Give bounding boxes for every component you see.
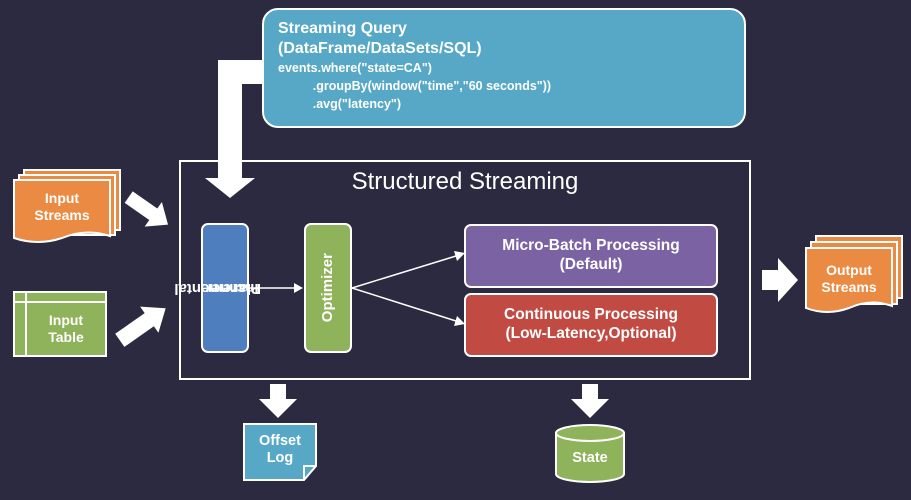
optimizer-text: Optimizer <box>319 253 337 323</box>
incremental-planner-box <box>201 223 249 353</box>
input-streams-label: Input Streams <box>14 182 110 232</box>
state-text: State <box>572 450 608 467</box>
planner-line2: Planner <box>206 279 262 297</box>
state-cylinder <box>555 424 625 483</box>
input-table-shape <box>13 291 107 357</box>
input-streams-line2: Streams <box>34 207 90 223</box>
query-title: Streaming Query <box>278 20 407 37</box>
state-arrow <box>571 384 609 418</box>
streaming-query-box: Streaming Query (DataFrame/DataSets/SQL)… <box>262 8 746 128</box>
continuous-box <box>464 293 718 357</box>
query-subtitle: (DataFrame/DataSets/SQL) <box>278 40 482 57</box>
offset-log-fold <box>303 465 316 480</box>
input-table-label: Input Table <box>26 302 106 356</box>
query-code-line-1: events.where("state=CA") <box>278 61 432 75</box>
offset-log-arrow <box>259 384 297 418</box>
query-to-planner-arrow <box>205 60 264 198</box>
state-label: State <box>556 444 624 474</box>
output-line2: Streams <box>821 279 877 295</box>
output-arrow <box>762 258 798 302</box>
offset-log-shape <box>243 423 317 481</box>
input-streams-line1: Input <box>44 190 80 207</box>
optimizer-to-microbatch-head <box>454 251 465 261</box>
continuous-line2: (Low-Latency,Optional) <box>505 325 677 342</box>
continuous-line1: Continuous Processing <box>504 306 678 324</box>
micro-batch-line2: (Default) <box>559 256 623 273</box>
input-table-line2: Table <box>48 329 84 345</box>
input-table-line1: Input <box>48 312 84 329</box>
output-streams-shape <box>805 235 903 313</box>
offset-line1: Offset <box>259 432 301 449</box>
optimizer-label: Optimizer <box>305 224 351 352</box>
query-code-line-2: .groupBy(window("time","60 seconds")) <box>278 79 552 93</box>
input-table-arrow <box>115 306 166 347</box>
micro-batch-box <box>464 224 718 288</box>
input-streams-shape <box>13 169 121 243</box>
micro-batch-label: Micro-Batch Processing (Default) <box>465 225 717 287</box>
optimizer-to-continuous-head <box>454 316 465 326</box>
offset-log-label: Offset Log <box>244 426 316 474</box>
structured-streaming-title: Structured Streaming <box>351 168 579 195</box>
output-streams-label: Output Streams <box>806 252 892 306</box>
planner-to-optimizer-head <box>294 283 303 293</box>
output-line1: Output <box>826 262 872 279</box>
optimizer-to-continuous-line <box>351 287 457 322</box>
input-streams-arrow <box>124 191 169 227</box>
query-code-line-3: .avg("latency") <box>278 97 401 111</box>
micro-batch-line1: Micro-Batch Processing <box>502 237 680 255</box>
continuous-label: Continuous Processing (Low-Latency,Optio… <box>465 294 717 356</box>
structured-streaming-frame <box>179 160 751 380</box>
offset-line2: Log <box>266 450 294 466</box>
optimizer-box <box>304 223 352 353</box>
optimizer-to-microbatch-line <box>351 255 457 289</box>
